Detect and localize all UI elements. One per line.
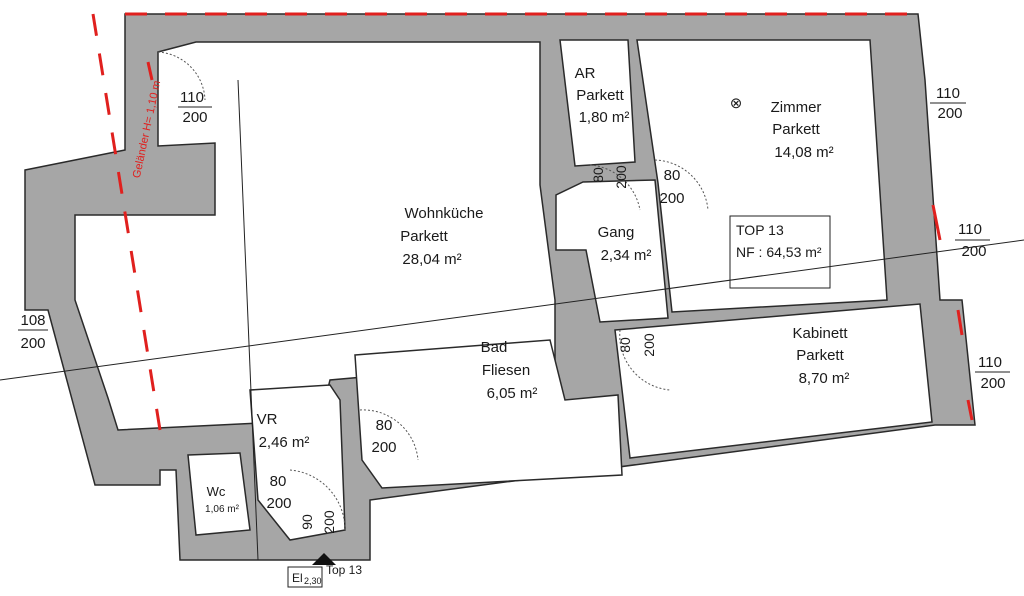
window-width: 110 — [978, 354, 1002, 371]
window-height: 200 — [980, 375, 1005, 392]
room-area-gang: 2,34 m² — [601, 247, 652, 264]
room-area-ar: 1,80 m² — [579, 109, 630, 126]
room-name-wohnkueche: Wohnküche — [405, 205, 484, 222]
door-width: 90 — [299, 514, 315, 530]
window-width: 110 — [958, 221, 982, 238]
door-swing-kabinett — [619, 329, 671, 391]
door-width: 80 — [270, 473, 287, 490]
railing-marking — [91, 13, 162, 431]
room-name-ar: AR — [575, 65, 596, 82]
room-area-bad: 6,05 m² — [487, 385, 538, 402]
door-swing-entrance — [289, 469, 346, 531]
window-red-tick — [966, 399, 974, 421]
unit-area: NF : 64,53 m² — [736, 244, 822, 260]
room-kabinett — [614, 303, 933, 459]
room-floor-wohnkueche: Parkett — [400, 228, 448, 245]
unit-title: TOP 13 — [736, 222, 784, 238]
door-height: 200 — [321, 510, 337, 534]
railing-tick — [146, 61, 154, 81]
room-zimmer — [636, 39, 888, 313]
axis-line — [237, 79, 259, 561]
window-width: 108 — [20, 312, 45, 329]
window-height: 200 — [937, 105, 962, 122]
door-height: 200 — [613, 165, 629, 189]
room-name-vr: VR — [257, 411, 278, 428]
elevation-label: El — [292, 571, 303, 585]
window-red-tick — [956, 309, 964, 336]
room-bad — [354, 339, 623, 489]
door-height: 200 — [641, 333, 657, 357]
door-width: 80 — [376, 417, 393, 434]
room-floor-kabinett: Parkett — [796, 347, 844, 364]
entrance-arrow-icon — [312, 553, 336, 565]
room-area-zimmer: 14,08 m² — [774, 144, 833, 161]
room-name-bad: Bad — [481, 339, 508, 356]
window-red-tick — [931, 204, 942, 241]
room-name-kabinett: Kabinett — [792, 325, 848, 342]
door-height: 200 — [371, 439, 396, 456]
door-width: 80 — [617, 337, 633, 353]
window-height: 200 — [20, 335, 45, 352]
room-wohnkueche — [74, 41, 556, 431]
door-width: 80 — [590, 167, 606, 183]
room-ar — [559, 39, 636, 167]
door-swing-ar — [589, 164, 641, 211]
room-name-wc: Wc — [207, 484, 226, 499]
room-floor-ar: Parkett — [576, 87, 624, 104]
window-width: 110 — [180, 89, 204, 106]
elevation-value: 2,30 — [304, 576, 322, 586]
door-width: 80 — [664, 167, 681, 184]
door-height: 200 — [266, 495, 291, 512]
room-wc — [187, 452, 251, 536]
door-swing-zimmer — [654, 159, 709, 211]
section-line — [0, 239, 1024, 381]
door-swing-balcony — [157, 51, 206, 101]
door-height: 200 — [659, 190, 684, 207]
room-floor-bad: Fliesen — [482, 362, 530, 379]
elevation-box — [287, 566, 323, 588]
room-area-vr: 2,46 m² — [259, 434, 310, 451]
room-name-gang: Gang — [598, 224, 635, 241]
window-height: 200 — [961, 243, 986, 260]
ceiling-fixture-icon: ⊗ — [730, 95, 743, 112]
room-floor-zimmer: Parkett — [772, 121, 820, 138]
room-gang — [555, 179, 669, 323]
unit-label-box — [729, 215, 831, 289]
entrance-label: Top 13 — [326, 563, 362, 577]
room-name-zimmer: Zimmer — [771, 99, 822, 116]
window-width: 110 — [936, 85, 960, 102]
room-area-kabinett: 8,70 m² — [799, 370, 850, 387]
window-height: 200 — [182, 109, 207, 126]
room-area-wohnkueche: 28,04 m² — [402, 251, 461, 268]
room-area-wc: 1,06 m² — [205, 504, 240, 515]
